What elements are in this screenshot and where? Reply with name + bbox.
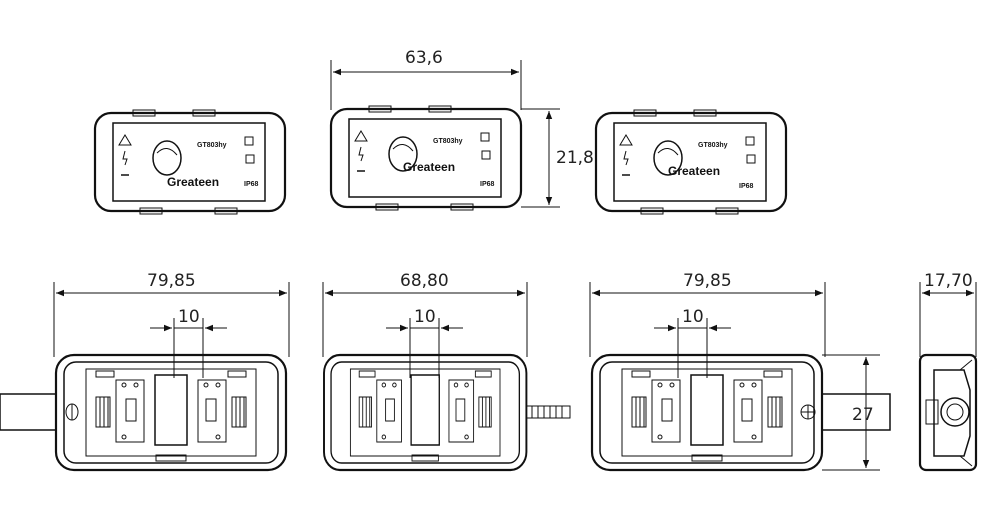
dim-left-pitch-text: 10	[178, 307, 200, 327]
dimension-right-height: 27	[822, 354, 880, 471]
dim-mid-pitch-text: 10	[414, 307, 436, 327]
dimension-right-width: 79,85	[589, 271, 826, 357]
dimension-mid-pitch: 10	[386, 307, 463, 378]
dim-side-width-text: 17,70	[924, 271, 973, 291]
dimension-right-pitch: 10	[654, 307, 731, 378]
dimension-left-width: 79,85	[53, 271, 290, 357]
top-view-center: GT803hy Greateen IP68	[329, 104, 523, 212]
dimension-top-width: 63,6	[330, 48, 522, 110]
dimension-mid-width: 68,80	[322, 271, 528, 357]
bottom-view-left	[0, 353, 288, 472]
model-label-center: GT803hy	[433, 138, 463, 145]
bottom-view-right	[590, 353, 891, 472]
dim-right-height-text: 27	[852, 405, 874, 425]
dimension-side-width: 17,70	[919, 271, 977, 357]
rating-label-center: IP68	[480, 181, 495, 188]
model-label-right: GT803hy	[698, 142, 728, 149]
dim-right-width-text: 79,85	[683, 271, 732, 291]
dim-mid-width-text: 68,80	[400, 271, 449, 291]
dim-left-width-text: 79,85	[147, 271, 196, 291]
brand-label-right: Greateen	[668, 164, 720, 178]
dim-right-pitch-text: 10	[682, 307, 704, 327]
bottom-view-center	[322, 353, 571, 472]
brand-label-center: Greateen	[403, 160, 455, 174]
rating-label-right: IP68	[739, 183, 754, 190]
top-view-left: GT803hy Greateen IP68	[93, 108, 287, 216]
dim-top-height-text: 21,8	[556, 148, 594, 168]
top-view-right: GT803hy Greateen IP68	[594, 108, 788, 216]
dim-top-width-text: 63,6	[405, 48, 443, 68]
model-label-left: GT803hy	[197, 142, 227, 149]
dimension-left-pitch: 10	[150, 307, 227, 378]
dimension-top-height: 21,8	[521, 108, 594, 208]
side-view	[918, 353, 978, 472]
brand-label-left: Greateen	[167, 175, 219, 189]
rating-label-left: IP68	[244, 181, 259, 188]
